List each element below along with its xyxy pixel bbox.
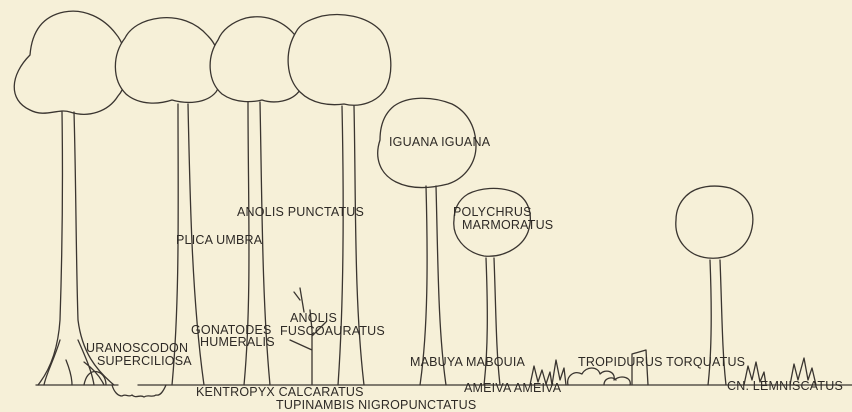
label-ameiva: AMEIVA AMEIVA	[464, 381, 562, 395]
burrow-outline	[112, 385, 166, 397]
tree-1	[14, 11, 127, 385]
label-uranoscodon-2: SUPERCILIOSA	[97, 354, 192, 368]
label-plica: PLICA UMBRA	[176, 233, 263, 247]
tree-4-canopy	[288, 15, 391, 106]
label-uranoscodon-1: URANOSCODON	[86, 341, 188, 355]
tree-7-canopy	[676, 186, 753, 258]
label-iguana: IGUANA IGUANA	[389, 135, 491, 149]
label-anolis-punctatus: ANOLIS PUNCTATUS	[237, 205, 364, 219]
tree-4-trunk	[338, 106, 364, 385]
tree-1-canopy	[14, 11, 127, 114]
shrub-rocks	[568, 368, 631, 385]
label-polychrus-2: MARMORATUS	[462, 218, 553, 232]
label-mabuya: MABUYA MABOUIA	[410, 355, 526, 369]
tree-2-canopy	[115, 18, 221, 103]
label-gonatodes-2: HUMERALIS	[200, 335, 275, 349]
label-anolis-fusco-2: FUSCOAURATUS	[280, 324, 385, 338]
label-tropidurus: TROPIDURUS TORQUATUS	[578, 355, 745, 369]
label-polychrus-1: POLYCHRUS	[453, 205, 532, 219]
label-tupinambis: TUPINAMBIS NIGROPUNCTATUS	[276, 398, 476, 412]
label-anolis-fusco-1: ANOLIS	[290, 311, 337, 325]
label-kentropyx: KENTROPYX CALCARATUS	[196, 385, 364, 399]
label-cnemidophorus: CN. LEMNISCATUS	[727, 379, 843, 393]
